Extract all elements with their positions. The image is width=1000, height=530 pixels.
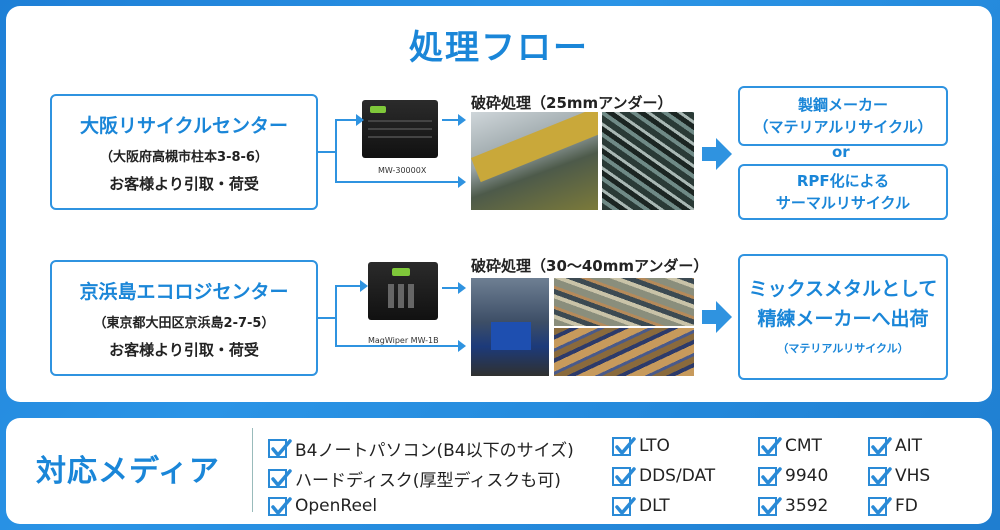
crushed-media-photo [554,328,694,376]
center-name: 大阪リサイクルセンター [79,114,289,137]
connector-line [335,152,458,183]
center-name: 京浜島エコロジセンター [79,280,289,303]
media-item: VHS [868,466,930,486]
checkbox-checked-icon [268,496,292,516]
conveyor-photo [471,112,598,210]
output-line: ミックスメタルとして [748,278,938,300]
media-item: 3592 [758,496,828,516]
degausser-icon [368,262,438,320]
checkbox-checked-icon [868,496,892,516]
checkbox-checked-icon [268,469,292,488]
shredder-machine-photo [471,278,549,376]
degausser-icon [362,100,438,158]
media-label: DLT [639,496,670,516]
media-label: B4ノートパソコン(B4以下のサイズ) [295,441,574,461]
steelmaker-output-box: 製鋼メーカー （マテリアルリサイクル） [738,86,948,146]
media-label: OpenReel [295,496,378,516]
media-item: DDS/DAT [612,466,715,486]
center-note: お客様より引取・荷受 [109,174,259,193]
crush-step-label: 破砕処理（25mmアンダー） [471,94,673,112]
media-item: 9940 [758,466,828,486]
flow-connectors [318,114,732,352]
checkbox-checked-icon [758,496,782,516]
checkbox-checked-icon [758,436,782,456]
checkbox-checked-icon [612,496,636,516]
process-flow-panel: 処理フロー 大阪リサイクルセンター （大阪府高槻市柱本3-8-6） お客様より引… [6,6,992,402]
connector-line [318,119,356,153]
connector-line [318,285,360,319]
checkbox-checked-icon [758,466,782,486]
output-line: （マテリアルリサイクル） [777,342,909,355]
arrow-head-icon [458,282,466,294]
media-label: DDS/DAT [639,466,716,486]
supported-media-panel: 対応メディア B4ノートパソコン(B4以下のサイズ) ハードディスク(厚型ディスク… [6,418,992,524]
arrow-head-icon [360,280,368,292]
arrow-head-icon [356,114,364,126]
arrow-head-icon [458,176,466,188]
checkbox-checked-icon [268,439,292,458]
media-label: LTO [639,436,670,456]
center-note: お客様より引取・荷受 [109,340,259,359]
checkbox-checked-icon [868,436,892,456]
shredded-scrap-photo [602,112,694,210]
media-item: DLT [612,496,670,516]
media-item: OpenReel [268,496,377,516]
output-line: （マテリアルリサイクル） [753,118,933,136]
arrow-head-icon [458,114,466,126]
checkbox-checked-icon [612,436,636,456]
machine-label: MW-30000X [378,166,427,175]
media-label: 9940 [785,466,829,486]
keihinjima-center-box: 京浜島エコロジセンター （東京都大田区京浜島2-7-5） お客様より引取・荷受 [50,260,318,376]
output-line: 製鋼メーカー [797,96,888,114]
media-item: FD [868,496,918,516]
center-address: （東京都大田区京浜島2-7-5） [93,315,275,331]
media-item: CMT [758,436,822,456]
arrow-head-icon [458,340,466,352]
output-line: RPF化による [796,172,890,190]
media-label: AIT [895,436,923,456]
output-line: 精練メーカーへ出荷 [757,308,929,330]
mixed-metal-photo [554,278,694,326]
or-label: or [832,143,850,161]
mixed-metal-output-box: ミックスメタルとして 精練メーカーへ出荷 （マテリアルリサイクル） [738,254,948,380]
center-address: （大阪府高槻市柱本3-8-6） [100,149,268,165]
crush-step-label: 破砕処理（30～40mmアンダー） [471,257,709,275]
media-label: 3592 [785,496,829,516]
media-label: ハードディスク(厚型ディスクも可) [295,471,561,491]
media-title: 対応メディア [36,454,220,489]
media-label: FD [895,496,918,516]
osaka-center-box: 大阪リサイクルセンター （大阪府高槻市柱本3-8-6） お客様より引取・荷受 [50,94,318,210]
right-arrow-icon [702,138,732,170]
flow-title: 処理フロー [409,28,589,68]
media-item: ハードディスク(厚型ディスクも可) [268,466,561,491]
right-arrow-icon [702,301,732,333]
divider [252,428,253,512]
machine-label: MagWiper MW-1B [368,336,439,345]
output-line: サーマルリサイクル [775,194,911,212]
connector-line [335,318,458,347]
checkbox-checked-icon [612,466,636,486]
checkbox-checked-icon [868,466,892,486]
media-item: LTO [612,436,670,456]
rpf-output-box: RPF化による サーマルリサイクル [738,164,948,220]
media-label: VHS [895,466,931,486]
media-label: CMT [785,436,822,456]
media-item: AIT [868,436,922,456]
media-item: B4ノートパソコン(B4以下のサイズ) [268,436,574,461]
